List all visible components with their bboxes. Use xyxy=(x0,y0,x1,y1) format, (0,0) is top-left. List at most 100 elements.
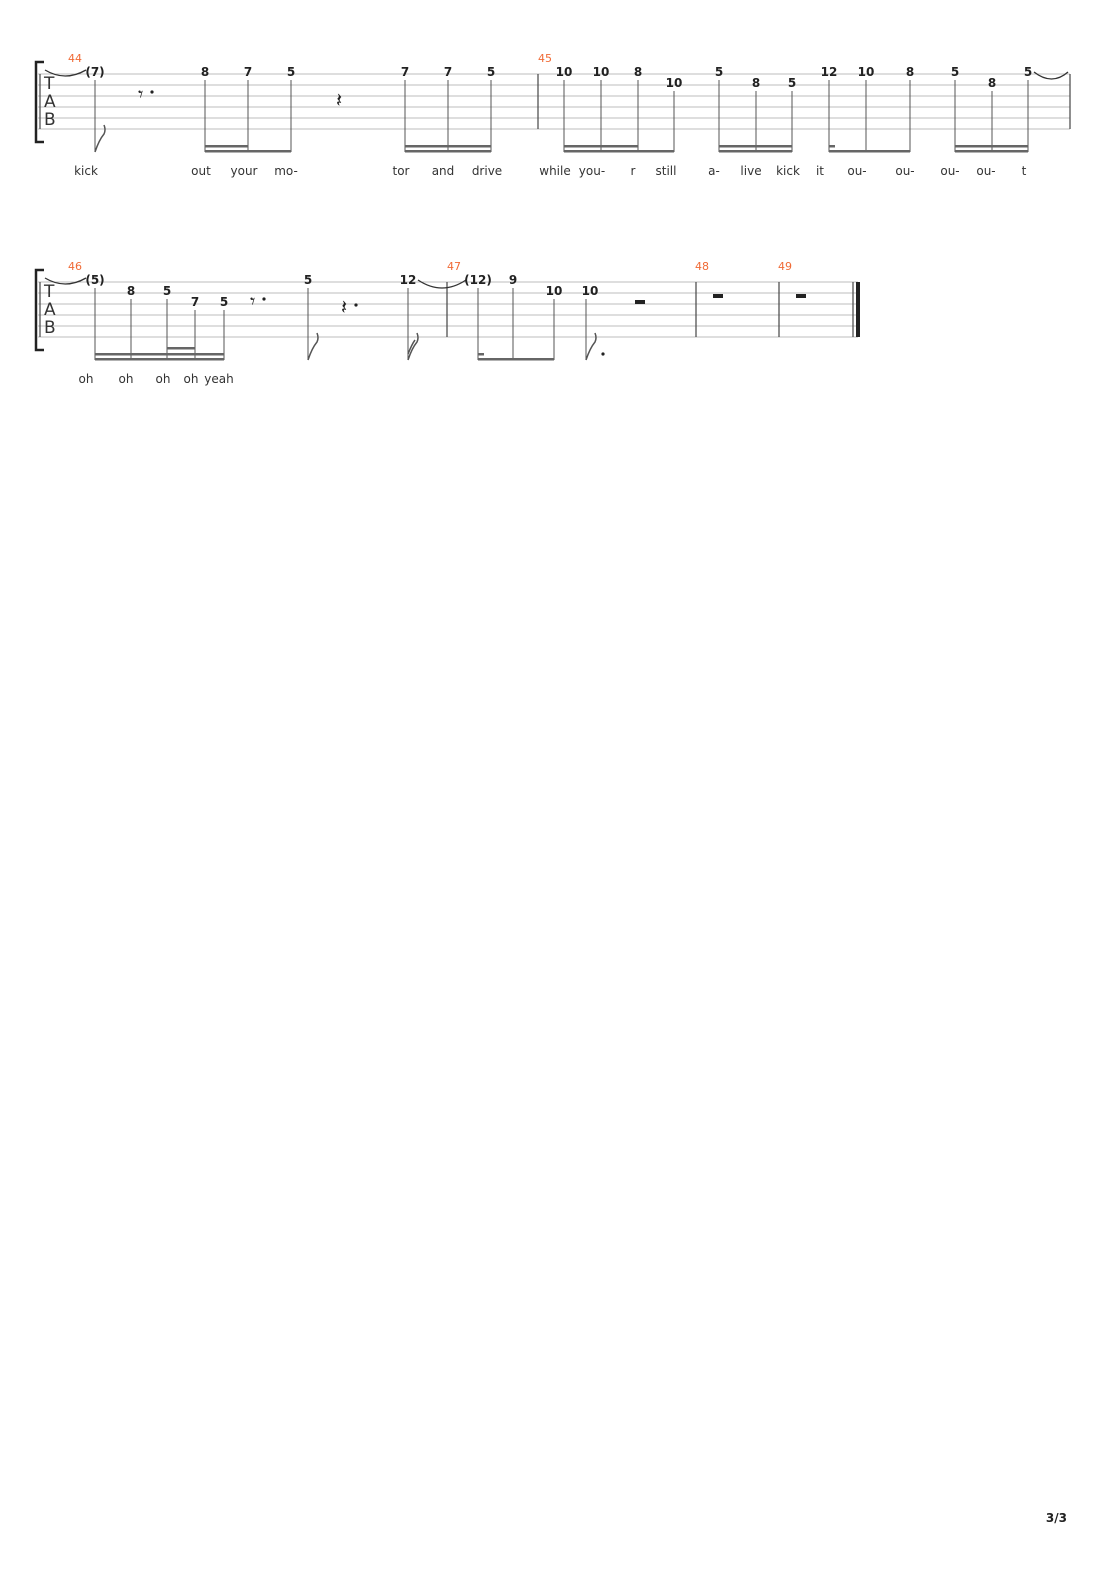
system-bracket xyxy=(34,60,44,144)
half-rest-icon xyxy=(635,300,645,304)
lyric-syllable: you- xyxy=(579,164,605,178)
note-dot xyxy=(601,352,605,356)
lyric-syllable: out xyxy=(191,164,211,178)
fret-number: 8 xyxy=(752,76,760,90)
note-beams xyxy=(95,347,554,361)
lyric-syllable: drive xyxy=(472,164,502,178)
lyric-syllable: tor xyxy=(393,164,410,178)
lyric-syllable: ou- xyxy=(976,164,995,178)
rest-dot xyxy=(262,297,266,301)
eighth-rest-icon: 𝄾 xyxy=(250,289,255,313)
note-beams xyxy=(205,145,1028,153)
fret-number: 5 xyxy=(163,284,171,298)
lyrics-line: oh oh oh oh yeah xyxy=(79,372,234,386)
fret-number: 5 xyxy=(788,76,796,90)
lyric-syllable: while xyxy=(539,164,570,178)
fret-number: 5 xyxy=(487,65,495,79)
fret-number: 12 xyxy=(821,65,838,79)
lyric-syllable: your xyxy=(231,164,258,178)
fret-number: 8 xyxy=(634,65,642,79)
final-barline-thick xyxy=(856,282,860,337)
staff-lines xyxy=(38,281,858,338)
fret-number: 5 xyxy=(304,273,312,287)
fret-number: 7 xyxy=(191,295,199,309)
tie xyxy=(417,279,467,289)
tab-clef-t: T xyxy=(43,74,55,94)
measure-number: 45 xyxy=(538,52,552,65)
fret-number: 8 xyxy=(988,76,996,90)
tie xyxy=(44,69,87,77)
lyric-syllable: yeah xyxy=(204,372,233,386)
fret-number: 10 xyxy=(666,76,683,90)
lyric-syllable: r xyxy=(631,164,636,178)
note-flag xyxy=(407,339,416,355)
rest-dot xyxy=(150,90,154,94)
fret-number: (7) xyxy=(85,65,104,79)
lyric-syllable: ou- xyxy=(940,164,959,178)
lyric-syllable: oh xyxy=(119,372,134,386)
tab-clef-a: A xyxy=(44,300,56,320)
lyric-syllable: still xyxy=(656,164,677,178)
note-stems xyxy=(94,80,1029,152)
staff-lines xyxy=(38,73,1070,130)
fret-number: 8 xyxy=(201,65,209,79)
note-flag xyxy=(407,332,419,361)
measure-number: 49 xyxy=(778,260,792,273)
fret-number: 5 xyxy=(951,65,959,79)
lyric-syllable: and xyxy=(432,164,455,178)
tie xyxy=(1033,71,1069,80)
fret-number: 10 xyxy=(593,65,610,79)
quarter-rest-icon: 𝄽 xyxy=(341,295,347,319)
system-2: T A B 46 47 48 49 (5) 8 5 7 5 5 12 (12) … xyxy=(34,260,860,386)
lyric-syllable: ou- xyxy=(847,164,866,178)
measure-number: 46 xyxy=(68,260,82,273)
system-1: T A B 44 45 (7) 8 7 5 7 7 5 10 10 8 10 5… xyxy=(34,52,1071,178)
lyric-syllable: t xyxy=(1022,164,1027,178)
note-flag xyxy=(585,332,597,361)
fret-number: 5 xyxy=(220,295,228,309)
fret-number: (5) xyxy=(85,273,104,287)
fret-numbers: (7) 8 7 5 7 7 5 10 10 8 10 5 8 5 12 10 8… xyxy=(85,65,1032,90)
lyric-syllable: ou- xyxy=(895,164,914,178)
quarter-rest-icon: 𝄽 xyxy=(336,88,342,112)
fret-number: 10 xyxy=(556,65,573,79)
measure-number: 44 xyxy=(68,52,82,65)
lyric-syllable: mo- xyxy=(274,164,298,178)
lyric-syllable: oh xyxy=(79,372,94,386)
lyric-syllable: it xyxy=(816,164,824,178)
tab-clef-t: T xyxy=(43,282,55,302)
lyric-syllable: a- xyxy=(708,164,720,178)
page-number: 3/3 xyxy=(1046,1511,1067,1525)
lyric-syllable: oh xyxy=(156,372,171,386)
whole-rest-icon xyxy=(713,294,723,298)
lyric-syllable: oh xyxy=(184,372,199,386)
fret-number: 8 xyxy=(127,284,135,298)
tab-clef-a: A xyxy=(44,92,56,112)
fret-number: (12) xyxy=(464,273,492,287)
fret-number: 5 xyxy=(1024,65,1032,79)
whole-rest-icon xyxy=(796,294,806,298)
fret-numbers: (5) 8 5 7 5 5 12 (12) 9 10 10 xyxy=(85,273,598,309)
lyrics-line: kick out your mo- tor and drive while yo… xyxy=(74,164,1027,178)
system-bracket xyxy=(34,268,44,352)
fret-number: 5 xyxy=(287,65,295,79)
fret-number: 8 xyxy=(906,65,914,79)
note-flag xyxy=(94,124,106,153)
lyric-syllable: kick xyxy=(74,164,98,178)
lyric-syllable: kick xyxy=(776,164,800,178)
fret-number: 10 xyxy=(582,284,599,298)
tab-clef-b: B xyxy=(44,110,56,130)
note-stems xyxy=(94,288,587,360)
tab-clef-b: B xyxy=(44,318,56,338)
fret-number: 5 xyxy=(715,65,723,79)
fret-number: 7 xyxy=(244,65,252,79)
measure-number: 47 xyxy=(447,260,461,273)
fret-number: 12 xyxy=(400,273,417,287)
note-flag xyxy=(307,332,319,361)
measure-number: 48 xyxy=(695,260,709,273)
fret-number: 7 xyxy=(401,65,409,79)
fret-number: 10 xyxy=(546,284,563,298)
tie xyxy=(44,277,87,285)
rest-dot xyxy=(354,303,358,307)
